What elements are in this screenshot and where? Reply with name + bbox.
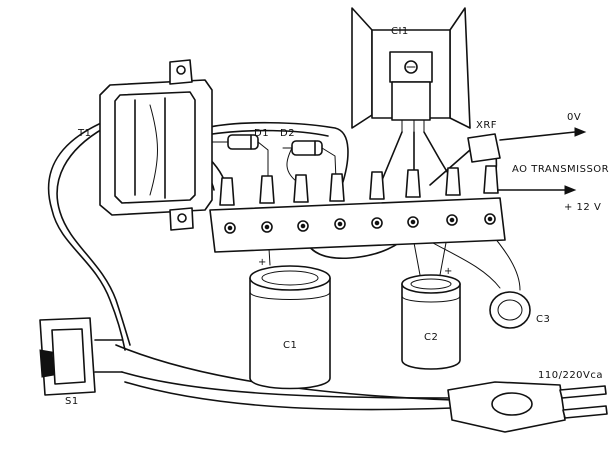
transformer-t1 — [99, 59, 213, 231]
strip-rivets — [224, 213, 496, 234]
labels: CI1 T1 D1 D2 XRF 0V AO TRANSMISSOR + 12 … — [65, 26, 609, 407]
choke-xrf — [467, 133, 501, 163]
diode-d1 — [227, 134, 259, 150]
label-t1: T1 — [77, 128, 91, 139]
switch-s1 — [39, 317, 123, 396]
capacitor-c2 — [401, 274, 461, 370]
label-d1: D1 — [254, 128, 269, 139]
label-ci1: CI1 — [391, 26, 409, 37]
label-s1: S1 — [65, 396, 79, 407]
terminal-strip — [209, 165, 506, 253]
label-c2-plus: + — [444, 266, 453, 277]
label-c2: C2 — [424, 332, 438, 343]
diode-d2 — [291, 140, 323, 156]
label-xrf: XRF — [476, 120, 497, 131]
label-mains: 110/220Vca — [538, 370, 603, 381]
label-c1: C1 — [283, 340, 297, 351]
label-d2: D2 — [280, 128, 295, 139]
label-0v: 0V — [567, 112, 581, 123]
capacitor-c1 — [249, 265, 331, 390]
capacitor-c3 — [489, 291, 531, 329]
strip-lugs — [219, 165, 499, 206]
label-ao-transmissor: AO TRANSMISSOR — [512, 164, 609, 175]
label-c1-plus: + — [258, 257, 267, 268]
label-12v: + 12 V — [564, 202, 601, 213]
heatsink-ci1 — [351, 7, 471, 133]
mains-plug — [447, 381, 608, 433]
label-c3: C3 — [536, 314, 550, 325]
